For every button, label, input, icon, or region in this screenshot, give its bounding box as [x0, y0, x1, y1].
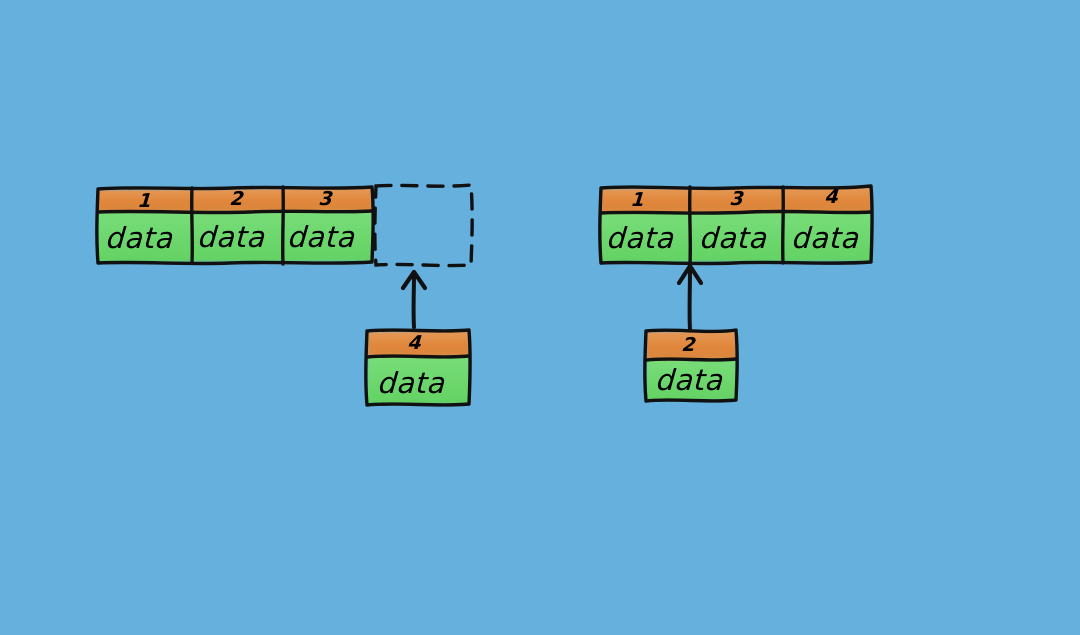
right-array-group — [598, 184, 874, 403]
left-array-group — [95, 183, 474, 407]
right-array-divider-1 — [688, 185, 692, 266]
right-array-outline — [598, 184, 874, 266]
left-incoming-outline — [364, 328, 472, 407]
left-array-divider-1 — [190, 186, 194, 265]
right-incoming-fills — [646, 331, 737, 400]
right-array-header-split — [599, 209, 873, 215]
right-incoming-outline — [643, 328, 739, 403]
right-array-divider-2 — [781, 185, 785, 265]
left-incoming-header-split — [366, 354, 471, 359]
right-incoming-header-split — [645, 357, 738, 362]
left-incoming-fills — [367, 331, 470, 404]
left-insert-arrow — [400, 269, 428, 329]
left-array-empty-slot — [373, 183, 474, 268]
left-array-outline — [95, 185, 375, 266]
right-array-fills — [600, 187, 872, 262]
left-array-divider-2 — [281, 185, 285, 266]
right-insert-arrow — [676, 263, 704, 332]
left-array-header-split — [97, 209, 374, 215]
left-array-fills — [98, 188, 373, 262]
